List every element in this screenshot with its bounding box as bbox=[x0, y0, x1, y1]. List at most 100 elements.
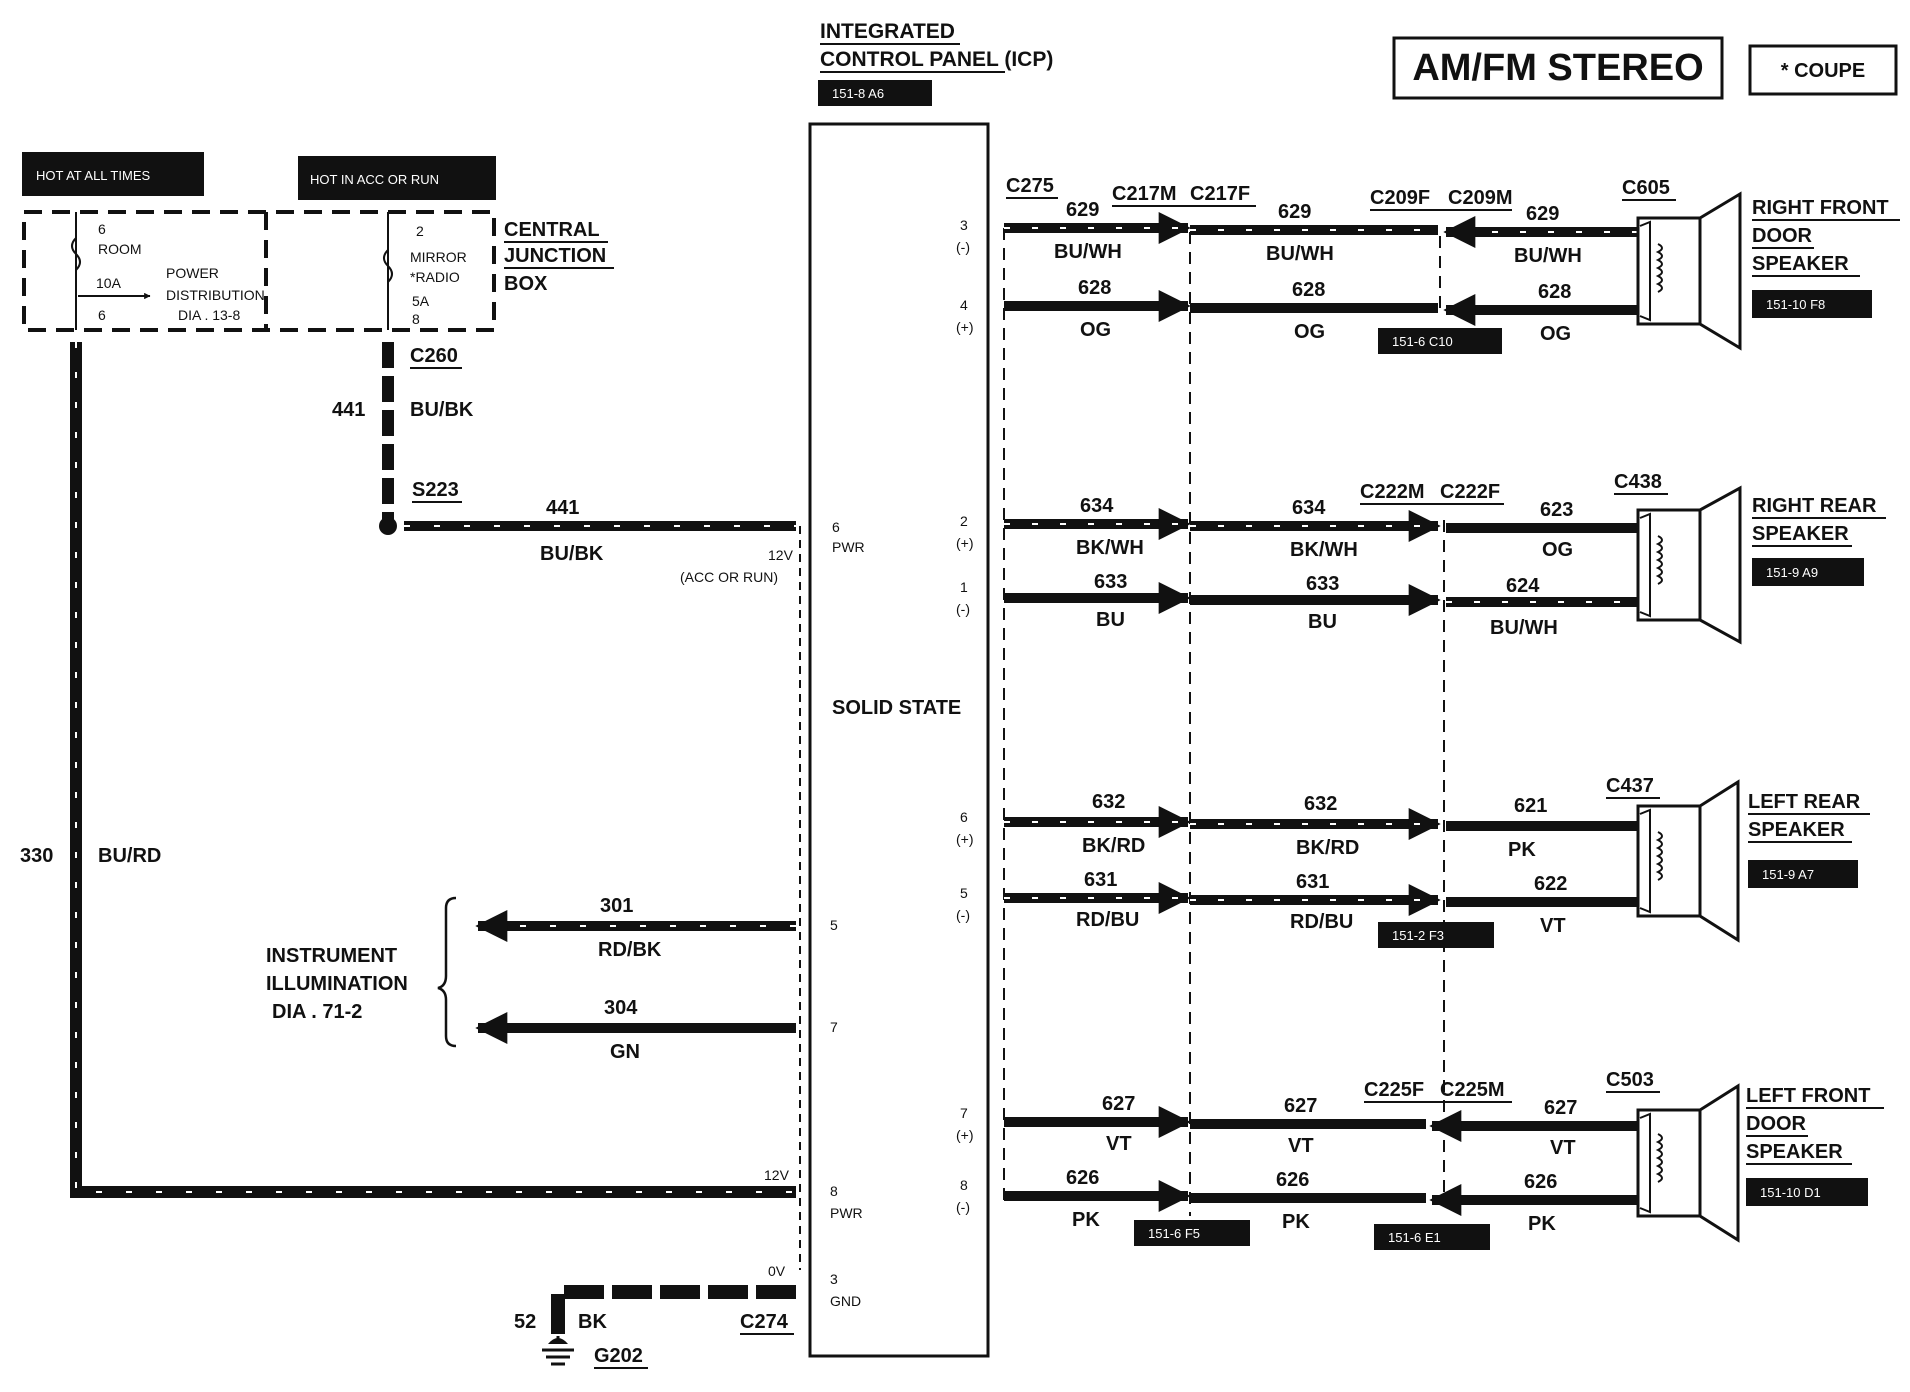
wire-color: PK bbox=[1528, 1213, 1556, 1235]
icp-ref-tag: 151-8 A6 bbox=[832, 86, 884, 101]
speaker-rf-line3: SPEAKER bbox=[1752, 253, 1849, 275]
pin-6-left: 6 bbox=[832, 519, 840, 535]
wire-color: BU bbox=[1096, 609, 1125, 631]
icp-title-line2: CONTROL PANEL (ICP) bbox=[820, 48, 1053, 71]
pin-rr-pos-sign: (+) bbox=[956, 535, 974, 551]
speaker-rr-line2: SPEAKER bbox=[1752, 523, 1849, 545]
speaker-rr-line1: RIGHT REAR bbox=[1752, 495, 1877, 517]
feed-wires: C260 441 BU/BK S223 441 BU/BK 12V (ACC O… bbox=[20, 342, 801, 1270]
cjb-label-line2: JUNCTION bbox=[504, 245, 606, 267]
ref-tag-c217: 151-6 F5 bbox=[1148, 1226, 1200, 1241]
pin-lf-neg: 8 bbox=[960, 1177, 968, 1193]
ground-circuit: 0V 52 BK C274 G202 bbox=[514, 1263, 796, 1369]
fuse-room-bottom-pin: 6 bbox=[98, 307, 106, 323]
speaker-rf-line2: DOOR bbox=[1752, 225, 1813, 247]
wire-color: BK/WH bbox=[1290, 539, 1358, 561]
pin-lr-pos-sign: (+) bbox=[956, 831, 974, 847]
wire-330-number: 330 bbox=[20, 845, 53, 867]
connector-c222m: C222M bbox=[1360, 481, 1424, 503]
speaker-left-front: LEFT FRONT DOOR SPEAKER 151-10 D1 bbox=[1636, 1083, 1884, 1243]
pin-8-left-name: PWR bbox=[830, 1205, 863, 1221]
icp-left-pins: 6 PWR 5 7 8 PWR 3 GND bbox=[830, 519, 865, 1309]
speaker-right-rear: RIGHT REAR SPEAKER 151-9 A9 bbox=[1636, 485, 1886, 645]
wire-color: BU/WH bbox=[1490, 617, 1558, 639]
speaker-cone-icon bbox=[1698, 485, 1742, 645]
pin-lf-pos-sign: (+) bbox=[956, 1127, 974, 1143]
wire-label: 633 bbox=[1094, 571, 1127, 593]
s223-splice: S223 bbox=[412, 479, 459, 501]
c274-connector: C274 bbox=[740, 1311, 789, 1333]
connector-c225m: C225M bbox=[1440, 1079, 1504, 1101]
c260-connector: C260 bbox=[410, 345, 458, 367]
icp-right-pins: 3 (-) 4 (+) 2 (+) 1 (-) 6 (+) 5 (-) 7 (+… bbox=[956, 217, 974, 1215]
wire-color: PK bbox=[1072, 1209, 1100, 1231]
connector-c225f: C225F bbox=[1364, 1079, 1424, 1101]
speaker-right-front: RIGHT FRONT DOOR SPEAKER 151-10 F8 bbox=[1636, 191, 1900, 351]
power-distribution-line2: DISTRIBUTION bbox=[166, 287, 265, 303]
speaker-lf-line1: LEFT FRONT bbox=[1746, 1085, 1870, 1107]
wire-label: 629 bbox=[1526, 203, 1559, 225]
speaker-lr-line1: LEFT REAR bbox=[1748, 791, 1861, 813]
illum-label-line3: DIA . 71-2 bbox=[272, 1001, 362, 1023]
connector-c209m: C209M bbox=[1448, 187, 1512, 209]
fuse-room-amp: 10A bbox=[96, 275, 122, 291]
icp-solid-state: SOLID STATE bbox=[832, 697, 961, 719]
g202-ground-point: G202 bbox=[594, 1345, 643, 1367]
connector-c222f: C222F bbox=[1440, 481, 1500, 503]
wire-labels: 629 BU/WH 629 BU/WH 629 BU/WH 628 OG 628… bbox=[1054, 199, 1582, 1235]
wire-color: VT bbox=[1540, 915, 1566, 937]
connector-ref-tags: 151-6 C10 151-2 F3 151-6 F5 151-6 E1 bbox=[1134, 328, 1502, 1250]
wire-label: 632 bbox=[1304, 793, 1337, 815]
wire-301-color: RD/BK bbox=[598, 939, 662, 961]
wire-label: 626 bbox=[1524, 1171, 1557, 1193]
wire-304-number: 304 bbox=[604, 997, 638, 1019]
wire-441-color-b: BU/BK bbox=[540, 543, 604, 565]
wire-441-number-b: 441 bbox=[546, 497, 579, 519]
speaker-left-rear: LEFT REAR SPEAKER 151-9 A7 bbox=[1636, 779, 1870, 943]
speaker-rf-line1: RIGHT FRONT bbox=[1752, 197, 1889, 219]
ground-icon bbox=[542, 1336, 574, 1366]
wire-label: 628 bbox=[1292, 279, 1325, 301]
speaker-coil-icon bbox=[1655, 535, 1663, 585]
illum-label-line2: ILLUMINATION bbox=[266, 973, 408, 995]
fuse-radio-name1: MIRROR bbox=[410, 249, 467, 265]
diagram-title: AM/FM STEREO bbox=[1412, 47, 1703, 89]
hot-in-acc-or-run-label: HOT IN ACC OR RUN bbox=[310, 172, 439, 187]
fuse-radio-bottom-pin: 8 bbox=[412, 311, 420, 327]
speaker-cone-icon bbox=[1698, 1083, 1740, 1243]
wire-color: BK/RD bbox=[1296, 837, 1359, 859]
pin-3-left: 3 bbox=[830, 1271, 838, 1287]
connector-c438: C438 bbox=[1614, 471, 1662, 493]
pin-7-left: 7 bbox=[830, 1019, 838, 1035]
ref-tag-c225: 151-6 E1 bbox=[1388, 1230, 1441, 1245]
pin8-12v: 12V bbox=[764, 1167, 790, 1183]
wire-color: OG bbox=[1080, 319, 1111, 341]
fuse-radio-amp: 5A bbox=[412, 293, 430, 309]
ground-wire-color: BK bbox=[578, 1311, 607, 1333]
pin-5-left: 5 bbox=[830, 917, 838, 933]
wire-label: 623 bbox=[1540, 499, 1573, 521]
wire-label: 622 bbox=[1534, 873, 1567, 895]
pin-rf-neg: 3 bbox=[960, 217, 968, 233]
icp-box bbox=[808, 122, 990, 1358]
wire-color: PK bbox=[1508, 839, 1536, 861]
speaker-cone-icon bbox=[1698, 191, 1742, 351]
wire-color: PK bbox=[1282, 1211, 1310, 1233]
wire-label: 631 bbox=[1084, 869, 1117, 891]
fuse-room-top-pin: 6 bbox=[98, 221, 106, 237]
wire-color: RD/BU bbox=[1290, 911, 1353, 933]
connector-c217m: C217M bbox=[1112, 183, 1176, 205]
fuse-radio-name2: *RADIO bbox=[410, 269, 460, 285]
wire-color: BU/WH bbox=[1054, 241, 1122, 263]
pin-lr-pos: 6 bbox=[960, 809, 968, 825]
wire-color: BU bbox=[1308, 611, 1337, 633]
speaker-lf-line2: DOOR bbox=[1746, 1113, 1807, 1135]
wire-label: 629 bbox=[1278, 201, 1311, 223]
icp-module: INTEGRATED CONTROL PANEL (ICP) 151-8 A6 … bbox=[808, 20, 1053, 1358]
connector-c209f: C209F bbox=[1370, 187, 1430, 209]
connector-c503: C503 bbox=[1606, 1069, 1654, 1091]
speaker-lr-ref: 151-9 A7 bbox=[1762, 867, 1814, 882]
wire-color: BU/WH bbox=[1514, 245, 1582, 267]
speaker-cone-icon bbox=[1698, 779, 1740, 943]
wire-color: BK/RD bbox=[1082, 835, 1145, 857]
